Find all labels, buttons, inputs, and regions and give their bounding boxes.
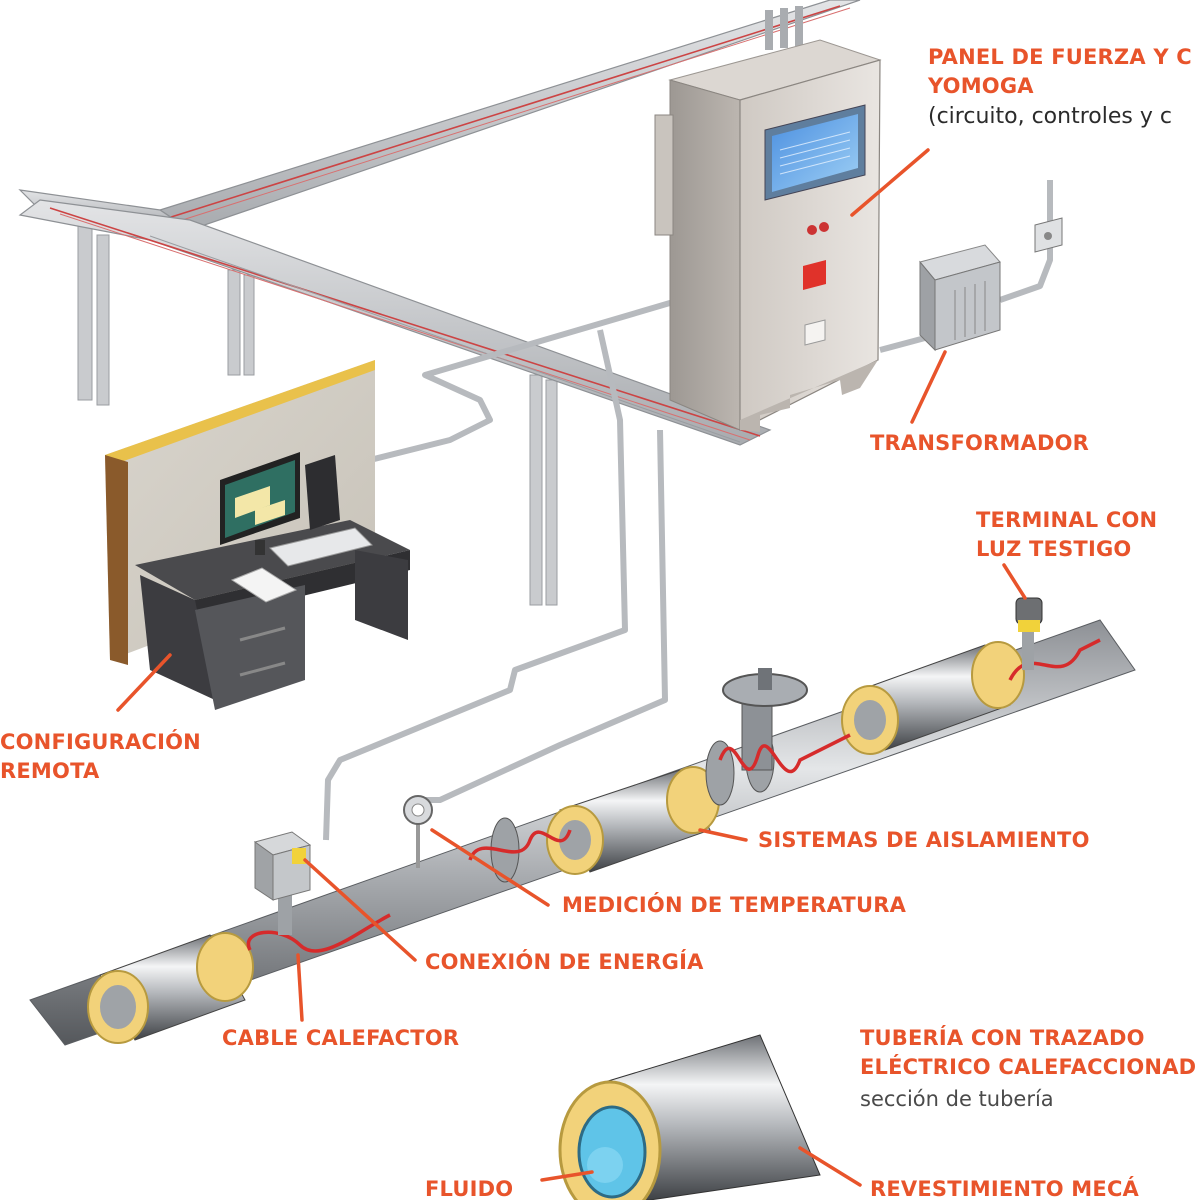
label-heating-cable: CABLE CALEFACTOR [222,1026,460,1050]
label-temperature: MEDICIÓN DE TEMPERATURA [562,893,907,917]
leader-lines [116,148,1027,1187]
power-connection-box [253,831,312,935]
label-control-panel: PANEL DE FUERZA Y C YOMOGA [928,45,1192,98]
label-remote-config: CONFIGURACIÓN REMOTA [0,730,201,783]
insulation-section [87,932,254,1044]
temperature-sensor [403,795,433,868]
label-power-connection: CONEXIÓN DE ENERGÍA [425,950,704,974]
label-fluid: FLUIDO [425,1177,514,1200]
conduits [323,180,1053,841]
transformer-box [919,217,1063,352]
label-jacket: REVESTIMIENTO MECÁ [870,1177,1140,1200]
label-traced-pipe: TUBERÍA CON TRAZADO ELÉCTRICO CALEFACCIO… [860,1026,1197,1079]
label-terminal: TERMINAL CON LUZ TESTIGO [976,508,1158,561]
insulation-section [841,641,1025,755]
label-traced-pipe-subtitle: sección de tubería [860,1087,1054,1111]
insulation-section [546,766,720,875]
label-transformer: TRANSFORMADOR [870,431,1090,455]
main-pipeline [29,597,1136,1046]
computer-desk [105,360,410,710]
terminal-light [1015,597,1043,670]
heating-cable [246,638,1101,953]
cable-tray-structure [18,0,861,606]
control-panel-cabinet [654,6,882,432]
pipe-cross-section [558,1034,821,1200]
label-control-panel-subtitle: (circuito, controles y c [928,104,1172,129]
label-insulation: SISTEMAS DE AISLAMIENTO [758,828,1090,852]
